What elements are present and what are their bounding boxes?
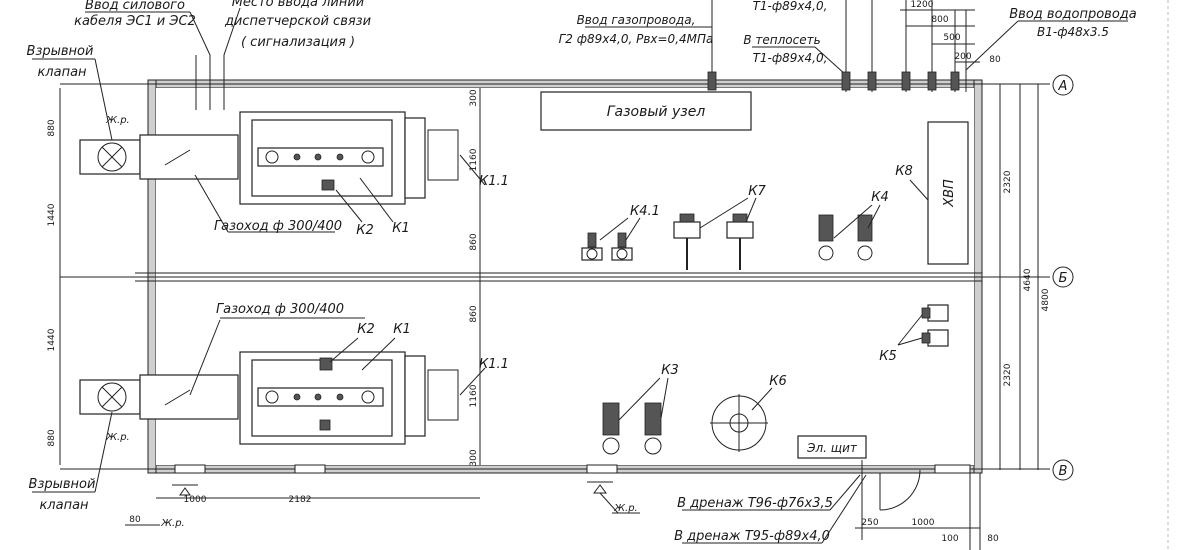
dim-4640: 4640	[1023, 268, 1033, 291]
dim-4800: 4800	[1041, 288, 1051, 311]
valve-label-bottom: клапан	[39, 498, 89, 513]
explosion-valve-top: Взрывной клапан Ж.р.	[27, 44, 239, 180]
zhr-label-bottom: Ж.р.	[105, 432, 129, 443]
bottom-wall-details	[174, 464, 971, 511]
gas-node: Газовый узел	[540, 91, 752, 131]
boiler-bottom: Газоход ф 300/400 К2 К1 К1.1	[189, 302, 509, 445]
dim-2320-bottom: 2320	[1003, 363, 1013, 386]
dispatch-line2: диспетчерской связи	[224, 14, 371, 29]
tag-k2-top: К2	[356, 223, 374, 238]
cable-entry-line1: Ввод силового	[85, 0, 185, 13]
flue-label-bottom: Газоход ф 300/400	[216, 302, 344, 317]
dim-1000-right: 1000	[912, 518, 935, 528]
dispatch-line3: ( сигнализация )	[241, 35, 355, 50]
tag-k7: К7	[748, 184, 766, 199]
dim-80-right: 80	[987, 534, 999, 544]
cable-entry-line2: кабеля ЭС1 и ЭС2	[74, 14, 196, 29]
axis-b-label: Б	[1059, 271, 1068, 286]
dim-1000-left: 1000	[184, 495, 207, 505]
tag-k8: К8	[895, 164, 913, 179]
top-pipe-risers	[841, 0, 967, 92]
drain-label-1: В дренаж Т96-ф76х3,5	[677, 496, 833, 511]
dim-880-top: 880	[47, 119, 57, 136]
explosion-valve-label-top: Взрывной	[27, 44, 94, 59]
dim-250: 250	[861, 518, 878, 528]
pumps-k4: К4	[818, 190, 889, 261]
dim-300-top: 300	[469, 89, 479, 106]
water-pipe: В1-ф48х3.5	[1037, 25, 1109, 39]
dim-1160-bottom: 1160	[469, 384, 479, 407]
dim-860-bottom: 860	[469, 305, 479, 322]
dim-1160-top: 1160	[469, 148, 479, 171]
axis-v-marker	[1052, 459, 1074, 481]
pumps-k3: К3	[602, 363, 679, 455]
drain-label-2: В дренаж Т95-ф89х4,0	[674, 529, 830, 544]
tag-k6: К6	[769, 374, 787, 389]
dim-860-top: 860	[469, 233, 479, 250]
dim-80-top: 80	[989, 55, 1001, 65]
zhr-label-center: Ж.р.	[613, 503, 637, 514]
gas-node-label: Газовый узел	[607, 104, 706, 120]
zhr-label-left: Ж.р.	[160, 518, 184, 529]
dim-80-left: 80	[129, 515, 141, 525]
flue-label-top: Газоход ф 300/400	[214, 219, 342, 234]
dim-2182: 2182	[289, 495, 312, 505]
bottom-annotations: 1000 2182 80 Ж.р. Ж.р. В дренаж Т96-ф76х…	[125, 460, 999, 550]
pumps-k41: К4.1	[581, 204, 660, 261]
pumps-k5: К5	[879, 304, 949, 364]
heat-title: В теплосеть	[743, 33, 820, 47]
water-treatment-unit: ХВП К8	[895, 121, 969, 265]
zhr-label-top: Ж.р.	[105, 115, 129, 126]
el-panel-label: Эл. щит	[806, 441, 858, 455]
right-dimensions: 2320 2320 4640 4800	[999, 84, 1051, 470]
tag-k41: К4.1	[630, 204, 660, 219]
tag-k3: К3	[661, 363, 679, 378]
axis-v-label: В	[1059, 464, 1068, 479]
tag-k4: К4	[871, 190, 889, 205]
dim-1440-bottom: 1440	[47, 328, 57, 351]
tag-k11-bottom: К1.1	[479, 357, 509, 372]
tag-k2-bottom: К2	[357, 322, 375, 337]
dim-100: 100	[941, 534, 958, 544]
dim-2320-top: 2320	[1003, 170, 1013, 193]
hvp-label: ХВП	[942, 179, 957, 208]
axis-a-label: А	[1058, 79, 1068, 94]
boiler-top: Газоход ф 300/400 К2 К1 К1.1	[194, 111, 509, 238]
left-dimensions: 880 1440 1440 880 300 1160 860 860 1160 …	[47, 88, 481, 467]
tag-k1-top: К1	[392, 221, 410, 236]
explosion-valve-bottom: Ж.р. Взрывной клапан	[29, 374, 239, 513]
gas-entry-line2: Г2 ф89х4,0, Рвх=0,4МПа	[559, 32, 714, 46]
dim-300-bottom: 300	[469, 449, 479, 466]
dim-1200: 1200	[911, 0, 934, 10]
top-annotations: Ввод силового кабеля ЭС1 и ЭС2 Место вво…	[74, 0, 1137, 110]
dim-800: 800	[931, 15, 948, 25]
gas-entry-line1: Ввод газопровода,	[577, 13, 696, 27]
tag-k1-bottom: К1	[393, 322, 411, 337]
heat-top-pipe: Т1-ф89х4,0,	[753, 0, 828, 13]
dispatch-line1: Место ввода линии	[232, 0, 365, 10]
valve-label-top: клапан	[37, 65, 87, 80]
explosion-valve-label-bottom: Взрывной	[29, 477, 96, 492]
electrical-panel: Эл. щит	[797, 435, 867, 459]
tanks-k7: К7	[673, 184, 766, 270]
heat-pipe: Т1-ф89х4,0,	[753, 51, 828, 65]
tag-k5: К5	[879, 349, 897, 364]
axis-b-marker	[1052, 266, 1074, 288]
dim-200-top: 200	[954, 52, 971, 62]
tag-k11-top: К1.1	[479, 174, 509, 189]
dim-500: 500	[943, 33, 960, 43]
axis-a-marker	[1052, 74, 1074, 96]
dim-1440-top: 1440	[47, 203, 57, 226]
tank-k6: К6	[710, 374, 787, 452]
grid-axes: А Б В	[60, 74, 1074, 481]
water-title: Ввод водопровода	[1009, 7, 1137, 22]
dim-880-bottom: 880	[47, 429, 57, 446]
